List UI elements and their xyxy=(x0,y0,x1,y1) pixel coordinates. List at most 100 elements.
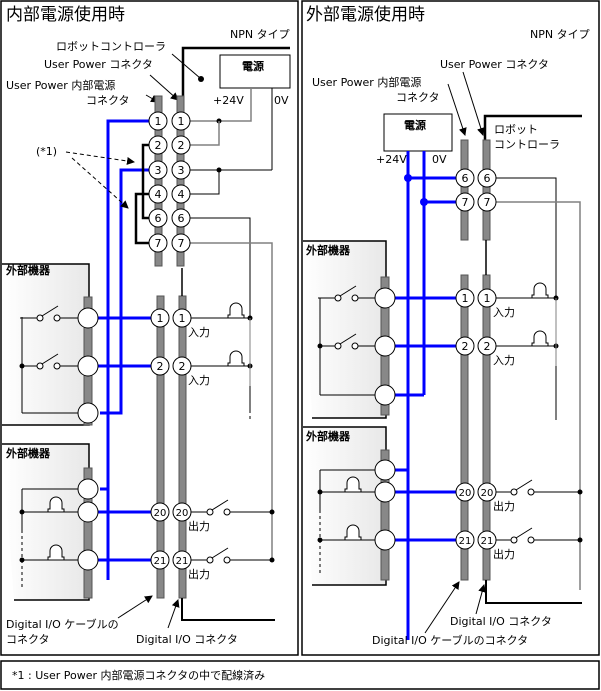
input-switch-icon xyxy=(334,285,359,302)
left-ext-device-1-label: 外部機器 xyxy=(5,263,51,277)
left-panel: 内部電源使用時 NPN タイプ ロボットコントローラ User Power コネ… xyxy=(2,4,291,646)
left-dio-cable-label-1: Digital I/O ケーブルの xyxy=(6,617,119,631)
dio-cable-input-pin: 1 xyxy=(455,288,475,308)
right-power-supply-box xyxy=(383,113,453,152)
dio-input-pin: 2 xyxy=(172,356,192,376)
right-type-label: NPN タイプ xyxy=(530,28,590,41)
left-dio-cable-label-2: コネクタ xyxy=(6,633,50,646)
output-lamp-icon xyxy=(47,544,65,561)
left-ext-device-1-box xyxy=(2,263,90,426)
right-ext-device-1-label: 外部機器 xyxy=(305,243,351,257)
input-switch-icon xyxy=(36,305,61,322)
right-user-power-pin: 7 xyxy=(477,192,497,212)
svg-text:6: 6 xyxy=(484,172,491,185)
left-user-power-pin: 6 xyxy=(171,208,191,228)
dio-cable-output-pin: 20 xyxy=(150,502,170,522)
left-user-power-pin: 1 xyxy=(171,111,191,131)
dio-output-pin: 21 xyxy=(477,530,497,550)
dio-cable-output-pin: 20 xyxy=(455,482,475,502)
left-0v-label: 0V xyxy=(274,94,289,107)
right-0v-label: 0V xyxy=(432,153,447,166)
left-plus24v-label: +24V xyxy=(213,94,244,107)
input-lamp-icon xyxy=(531,282,549,299)
svg-text:20: 20 xyxy=(459,488,472,499)
left-blue-wire-0v xyxy=(100,168,155,415)
output-switch-icon xyxy=(510,527,535,544)
output-switch-icon xyxy=(206,499,231,516)
svg-text:20: 20 xyxy=(154,508,167,519)
right-internal-power-pin: 6 xyxy=(455,168,475,188)
left-type-label: NPN タイプ xyxy=(230,28,290,41)
left-panel-frame xyxy=(0,0,299,656)
right-power-supply-label: 電源 xyxy=(404,118,426,132)
svg-text:3: 3 xyxy=(155,164,162,177)
left-user-power-pin: 4 xyxy=(171,184,191,204)
left-internal-power-pin: 4 xyxy=(148,184,168,204)
footnote-frame xyxy=(0,660,600,690)
output-lamp-icon xyxy=(344,524,362,541)
dio-cable-output-pin: 21 xyxy=(455,530,475,550)
svg-text:7: 7 xyxy=(462,196,469,209)
svg-text:3: 3 xyxy=(178,164,185,177)
input-label: 入力 xyxy=(188,326,210,339)
left-power-supply-box xyxy=(219,54,291,89)
svg-text:21: 21 xyxy=(154,556,167,567)
left-internal-power-pin: 3 xyxy=(148,160,168,180)
svg-text:21: 21 xyxy=(176,556,189,567)
left-user-power-pin: 3 xyxy=(171,160,191,180)
left-controller-pointer xyxy=(171,53,201,79)
svg-text:2: 2 xyxy=(178,139,185,152)
left-title: 内部電源使用時 xyxy=(6,4,125,25)
svg-text:21: 21 xyxy=(459,536,472,547)
svg-text:2: 2 xyxy=(462,340,469,353)
right-user-power-internal-label-1: User Power 内部電源 xyxy=(312,75,421,89)
output-lamp-icon xyxy=(344,476,362,493)
right-controller-label-1: ロボット xyxy=(494,123,538,136)
svg-text:1: 1 xyxy=(155,115,162,128)
svg-text:21: 21 xyxy=(481,536,494,547)
right-panel: 外部電源使用時 NPN タイプ User Power コネクタ User Pow… xyxy=(303,4,590,647)
svg-text:7: 7 xyxy=(178,237,185,250)
dio-input-pin: 1 xyxy=(172,308,192,328)
footnote-text: *1 : User Power 内部電源コネクタの中で配線済み xyxy=(12,668,265,682)
svg-text:1: 1 xyxy=(179,312,186,325)
svg-text:6: 6 xyxy=(462,172,469,185)
input-switch-icon xyxy=(334,333,359,350)
left-user-power-connector-label: User Power コネクタ xyxy=(44,58,153,71)
dio-output-pin: 20 xyxy=(172,502,192,522)
svg-text:1: 1 xyxy=(157,312,164,325)
output-label: 出力 xyxy=(188,567,210,581)
left-user-power-internal-label-1: User Power 内部電源 xyxy=(6,78,115,92)
svg-text:2: 2 xyxy=(179,360,186,373)
svg-text:20: 20 xyxy=(481,488,494,499)
input-lamp-icon xyxy=(227,350,245,367)
right-internal-power-pin: 7 xyxy=(455,192,475,212)
left-dio-connector-label: Digital I/O コネクタ xyxy=(136,633,238,646)
right-controller-outline xyxy=(483,114,582,148)
left-robot-controller-label: ロボットコントローラ xyxy=(56,40,166,53)
right-user-power-internal-label-2: コネクタ xyxy=(396,91,440,104)
svg-text:2: 2 xyxy=(157,360,164,373)
right-power-pin-group: 6 6 7 7 xyxy=(455,168,497,212)
left-internal-power-pin: 2 xyxy=(148,135,168,155)
svg-text:4: 4 xyxy=(178,188,185,201)
right-ext-device-2-label: 外部機器 xyxy=(305,429,351,443)
right-dio-connector-label: Digital I/O コネクタ xyxy=(450,615,552,628)
right-ext-device-1-box xyxy=(303,240,387,419)
svg-text:20: 20 xyxy=(176,508,189,519)
dio-output-pin: 20 xyxy=(477,482,497,502)
left-controller-outline xyxy=(181,46,290,96)
left-power-supply-label: 電源 xyxy=(242,59,264,73)
svg-text:2: 2 xyxy=(155,139,162,152)
right-ext-device-2-box xyxy=(303,426,387,586)
output-label: 出力 xyxy=(493,547,515,561)
output-label: 出力 xyxy=(188,519,210,533)
dio-cable-input-pin: 2 xyxy=(455,336,475,356)
dio-input-pin: 2 xyxy=(477,336,497,356)
input-lamp-icon xyxy=(227,302,245,319)
svg-text:7: 7 xyxy=(484,196,491,209)
svg-text:7: 7 xyxy=(155,237,162,250)
right-user-power-pin: 6 xyxy=(477,168,497,188)
